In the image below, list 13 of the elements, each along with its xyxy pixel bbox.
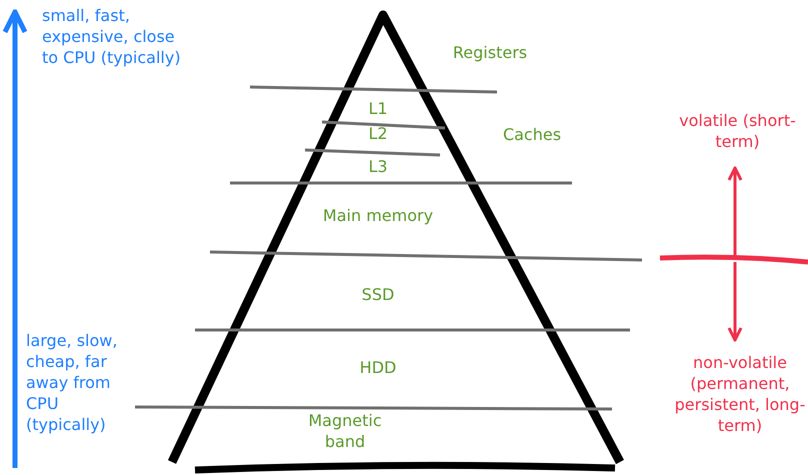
- note-text: large, slow, cheap, far away from CPU (typically): [26, 330, 118, 435]
- level-label: L3: [348, 156, 408, 177]
- note-text: non-volatile (permanent, persistent, long-term): [674, 352, 806, 436]
- level-label: L2: [348, 123, 408, 144]
- group-label: Caches: [502, 124, 562, 145]
- level-label: SSD: [338, 284, 418, 305]
- level-label: L1: [348, 98, 408, 119]
- note-text: small, fast, expensive, close to CPU (typically): [42, 5, 182, 68]
- level-label: Main memory: [308, 205, 448, 226]
- note-text: volatile (short-term): [678, 110, 797, 152]
- level-label: Magnetic band: [290, 410, 400, 452]
- level-label: HDD: [338, 357, 418, 378]
- level-label: Registers: [440, 42, 540, 63]
